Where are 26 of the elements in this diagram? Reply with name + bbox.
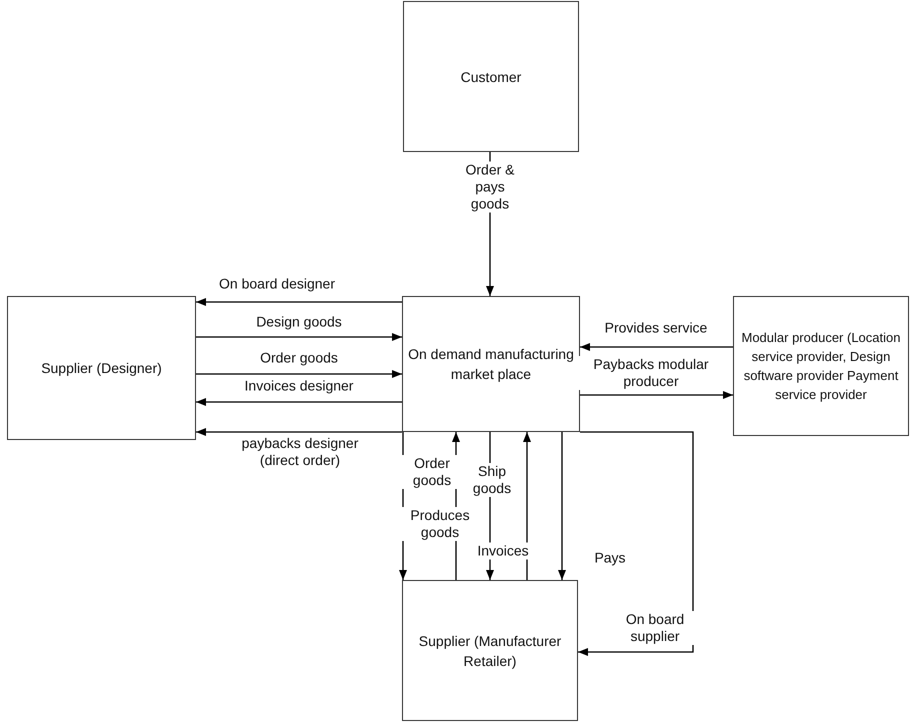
arrow bbox=[196, 298, 402, 306]
arrow bbox=[523, 432, 531, 580]
edge-label: Pays bbox=[594, 550, 626, 566]
entity-box bbox=[7, 296, 196, 440]
arrow bbox=[196, 398, 402, 406]
edge-label: Invoices designer bbox=[244, 378, 354, 394]
box-label: Supplier (Manufacturer Retailer) bbox=[418, 632, 562, 670]
arrow bbox=[580, 343, 733, 351]
box-label: Supplier (Designer) bbox=[41, 359, 162, 378]
edge-label: Invoices bbox=[477, 542, 529, 560]
arrow bbox=[196, 333, 402, 341]
edge-label: On board designer bbox=[219, 276, 335, 292]
entity-box bbox=[403, 1, 579, 152]
entity-box bbox=[402, 580, 578, 721]
arrow bbox=[580, 391, 733, 399]
edge-label: Order goods bbox=[260, 350, 338, 366]
edge-label: Design goods bbox=[256, 314, 342, 330]
box-label: On demand manufacturing market place bbox=[407, 345, 575, 384]
arrow bbox=[196, 370, 402, 378]
arrow bbox=[578, 431, 694, 656]
entity-box bbox=[402, 296, 580, 432]
entity-box bbox=[733, 296, 909, 436]
box-label: Modular producer (Location service provider, Design software provider Payment service provider bbox=[740, 329, 902, 404]
arrow bbox=[196, 428, 402, 436]
arrow bbox=[558, 432, 566, 580]
box-label: Customer bbox=[460, 68, 522, 86]
